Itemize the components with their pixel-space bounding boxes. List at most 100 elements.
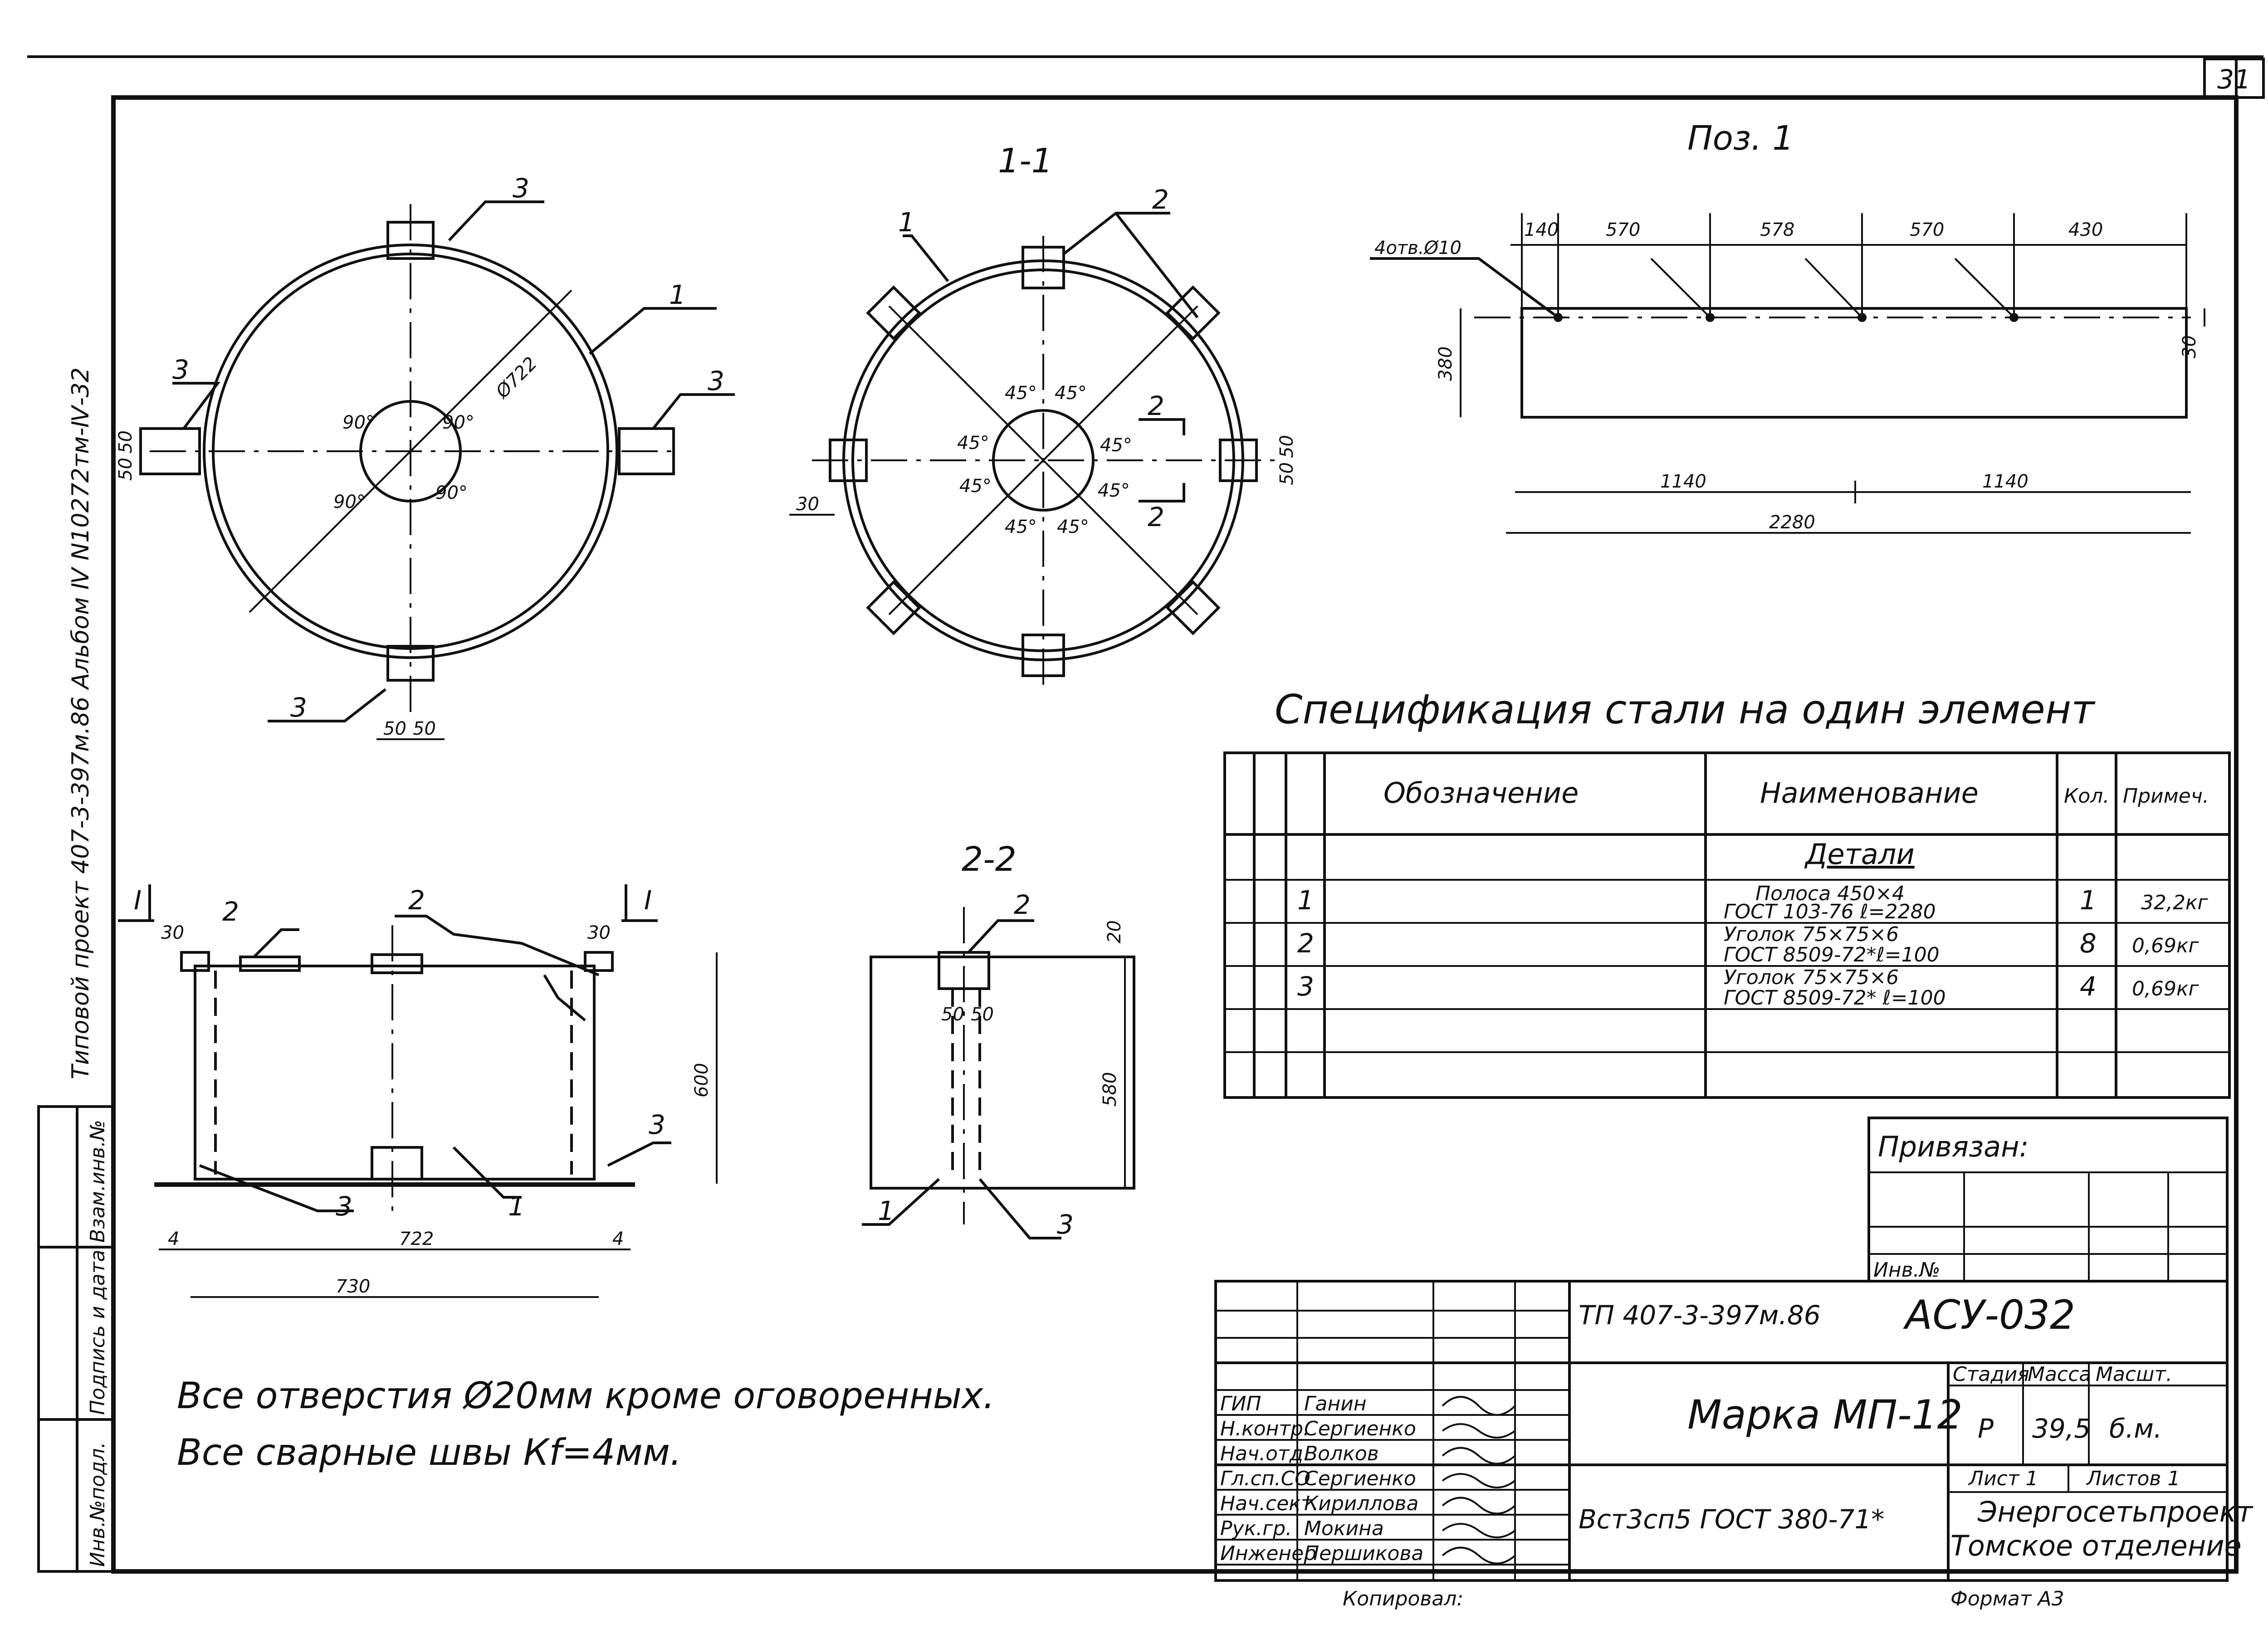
tb-role-3: Нач.отд. (1220, 1442, 1310, 1465)
pos1-height: 380 (1435, 346, 1456, 381)
tb-role-5: Нач.сект. (1220, 1492, 1319, 1515)
pos1-dim-570a: 570 (1606, 219, 1640, 240)
s11-lug-n (1022, 246, 1065, 289)
plan-lug-top (386, 221, 435, 260)
plan-dim-left-a: 50 (115, 430, 136, 454)
tb-name-1: Ганин (1304, 1392, 1367, 1415)
s11-lug-se (1165, 580, 1221, 635)
front-dim-30-right: 30 (587, 922, 611, 943)
s11-lug-sw (866, 580, 921, 635)
front-dim-722: 722 (399, 1229, 434, 1249)
plan-outer-ring (203, 244, 618, 659)
tb-sheet-code: АСУ-032 (1903, 1292, 2075, 1338)
front-bottom-lug (371, 1146, 423, 1180)
spec-row-2-name1: Уголок 75×75×6 (1724, 923, 1899, 946)
spec-row-1-name2: ГОСТ 103-76 ℓ=2280 (1724, 900, 1936, 923)
s22-dim-50b: 50 (971, 1004, 994, 1025)
plan-lug-right (618, 427, 675, 475)
note-welds: Все сварные швы Кf=4мм. (177, 1431, 682, 1473)
plan-angle-2: 90° (442, 412, 474, 433)
tb-org2: Томское отделение (1950, 1529, 2242, 1562)
plan-angle-4: 90° (435, 483, 468, 503)
s11-cut-mark-bottom: 2 (1148, 502, 1164, 532)
tb-name-7: Першикова (1304, 1542, 1423, 1565)
plan-angle-1: 90° (342, 412, 375, 433)
front-dim-30-left: 30 (161, 922, 184, 943)
plan-view: 3 1 3 3 3 Ø722 90° 90° 90° 90° 50 50 50 … (115, 173, 735, 740)
front-callout-2b: 2 (408, 885, 425, 916)
tb-name-5: Кириллова (1304, 1492, 1418, 1515)
spec-header-designation: Обозначение (1383, 776, 1579, 810)
section-2-2-view: 2-2 2 1 3 20 580 50 50 (862, 840, 1135, 1240)
tb-doc-code: ТП 407-3-397м.86 (1579, 1300, 1821, 1331)
front-view: 2 2 1 3 3 I I 30 30 600 722 730 4 4 (118, 884, 718, 1298)
pos1-strip (1520, 307, 2188, 419)
tb-scale-label: Масшт. (2096, 1363, 2172, 1386)
tb-material: Вст3сп5 ГОСТ 380-71* (1579, 1504, 1884, 1535)
spec-header-note: Примеч. (2123, 785, 2209, 808)
section-2-2-title: 2-2 (962, 840, 1017, 879)
plan-dim-bottom-a: 50 (383, 718, 406, 739)
plan-diameter: Ø722 (491, 353, 541, 403)
page-number-box (2203, 58, 2265, 99)
s11-angle-2: 45° (1055, 383, 1087, 404)
tb-role-1: ГИП (1220, 1392, 1261, 1415)
pos1-view: Поз. 1 4отв.Ø10 140 570 578 570 430 380 … (1370, 119, 2205, 534)
pos1-holes: 4отв.Ø10 (1374, 238, 1461, 259)
side-cell-sign-date: Подпись и дата (86, 1250, 109, 1415)
spec-header-qty: Кол. (2064, 785, 2109, 808)
pos1-half-a: 1140 (1660, 471, 1706, 492)
side-title-strip: Типовой проект 407-3-397м.86 Альбом Ⅳ N1… (37, 367, 115, 1573)
spec-row-3-qty: 4 (2080, 971, 2097, 1002)
tb-mark: Марка МП-12 (1687, 1391, 1963, 1438)
binding-label: Привязан: (1878, 1130, 2029, 1163)
tb-name-6: Мокина (1304, 1517, 1384, 1540)
s11-angle-4: 45° (1100, 435, 1132, 456)
tb-role-6: Рук.гр. (1220, 1517, 1292, 1540)
s11-angle-7: 45° (1005, 517, 1037, 537)
plan-lug-left (139, 427, 201, 475)
s11-dim-30: 30 (796, 494, 819, 515)
pos1-dim-570b: 570 (1910, 219, 1944, 240)
side-cell-inv: Инв.№подл. (86, 1442, 109, 1567)
s11-angle-5: 45° (959, 476, 992, 497)
s11-lug-s (1022, 634, 1065, 677)
sheet-border (111, 95, 2239, 1574)
plan-callout-1: 1 (669, 279, 686, 310)
s11-angle-8: 45° (1057, 517, 1089, 537)
tb-org1: Энергосетьпроект (1977, 1495, 2253, 1528)
s11-angle-6: 45° (1098, 480, 1130, 501)
spec-header-name: Наименование (1760, 776, 1979, 810)
front-dim-4-left: 4 (168, 1229, 179, 1249)
pos1-total: 2280 (1769, 512, 1815, 533)
title-block: ТП 407-3-397м.86 АСУ-032 Марка МП-12 Вст… (1214, 1280, 2253, 1610)
tb-format: Формат А3 (1950, 1587, 2064, 1610)
spec-row-3-pos: 3 (1297, 971, 1314, 1002)
s11-lug-w (829, 439, 868, 482)
note-holes: Все отверстия Ø20мм кроме оговоренных. (177, 1375, 995, 1417)
spec-group-details: Детали (1804, 838, 1915, 871)
s11-lug-ne (1165, 285, 1221, 341)
plan-lug-bottom (386, 645, 435, 682)
spec-title: Спецификация стали на один элемент (1275, 686, 2096, 733)
s22-body (870, 956, 1135, 1190)
tb-sheet: Лист 1 (1968, 1467, 2038, 1490)
spec-row-1-name1: Полоса 450×4 (1755, 882, 1905, 905)
pos1-half-b: 1140 (1982, 471, 2028, 492)
spec-row-3-name2: ГОСТ 8509-72* ℓ=100 (1724, 986, 1946, 1010)
front-callout-3b: 3 (649, 1109, 665, 1140)
plan-dim-left-b: 50 (115, 458, 136, 481)
tb-mass-label: Масса (2028, 1363, 2091, 1386)
pos1-dim-430: 430 (2068, 219, 2103, 240)
spec-row-1-note: 32,2кг (2141, 891, 2209, 914)
plan-callout-3-right: 3 (708, 366, 724, 396)
s11-angle-3: 45° (957, 433, 989, 454)
tb-name-4: Сергиенко (1304, 1467, 1416, 1490)
plan-angle-3: 90° (333, 492, 366, 512)
spec-row-3-note: 0,69кг (2132, 977, 2200, 1000)
s22-dim-50a: 50 (941, 1004, 964, 1025)
side-title: Типовой проект 407-3-397м.86 Альбом Ⅳ N1… (67, 367, 94, 1079)
s11-callout-1: 1 (898, 207, 915, 238)
s22-dim-20: 20 (1104, 920, 1125, 943)
